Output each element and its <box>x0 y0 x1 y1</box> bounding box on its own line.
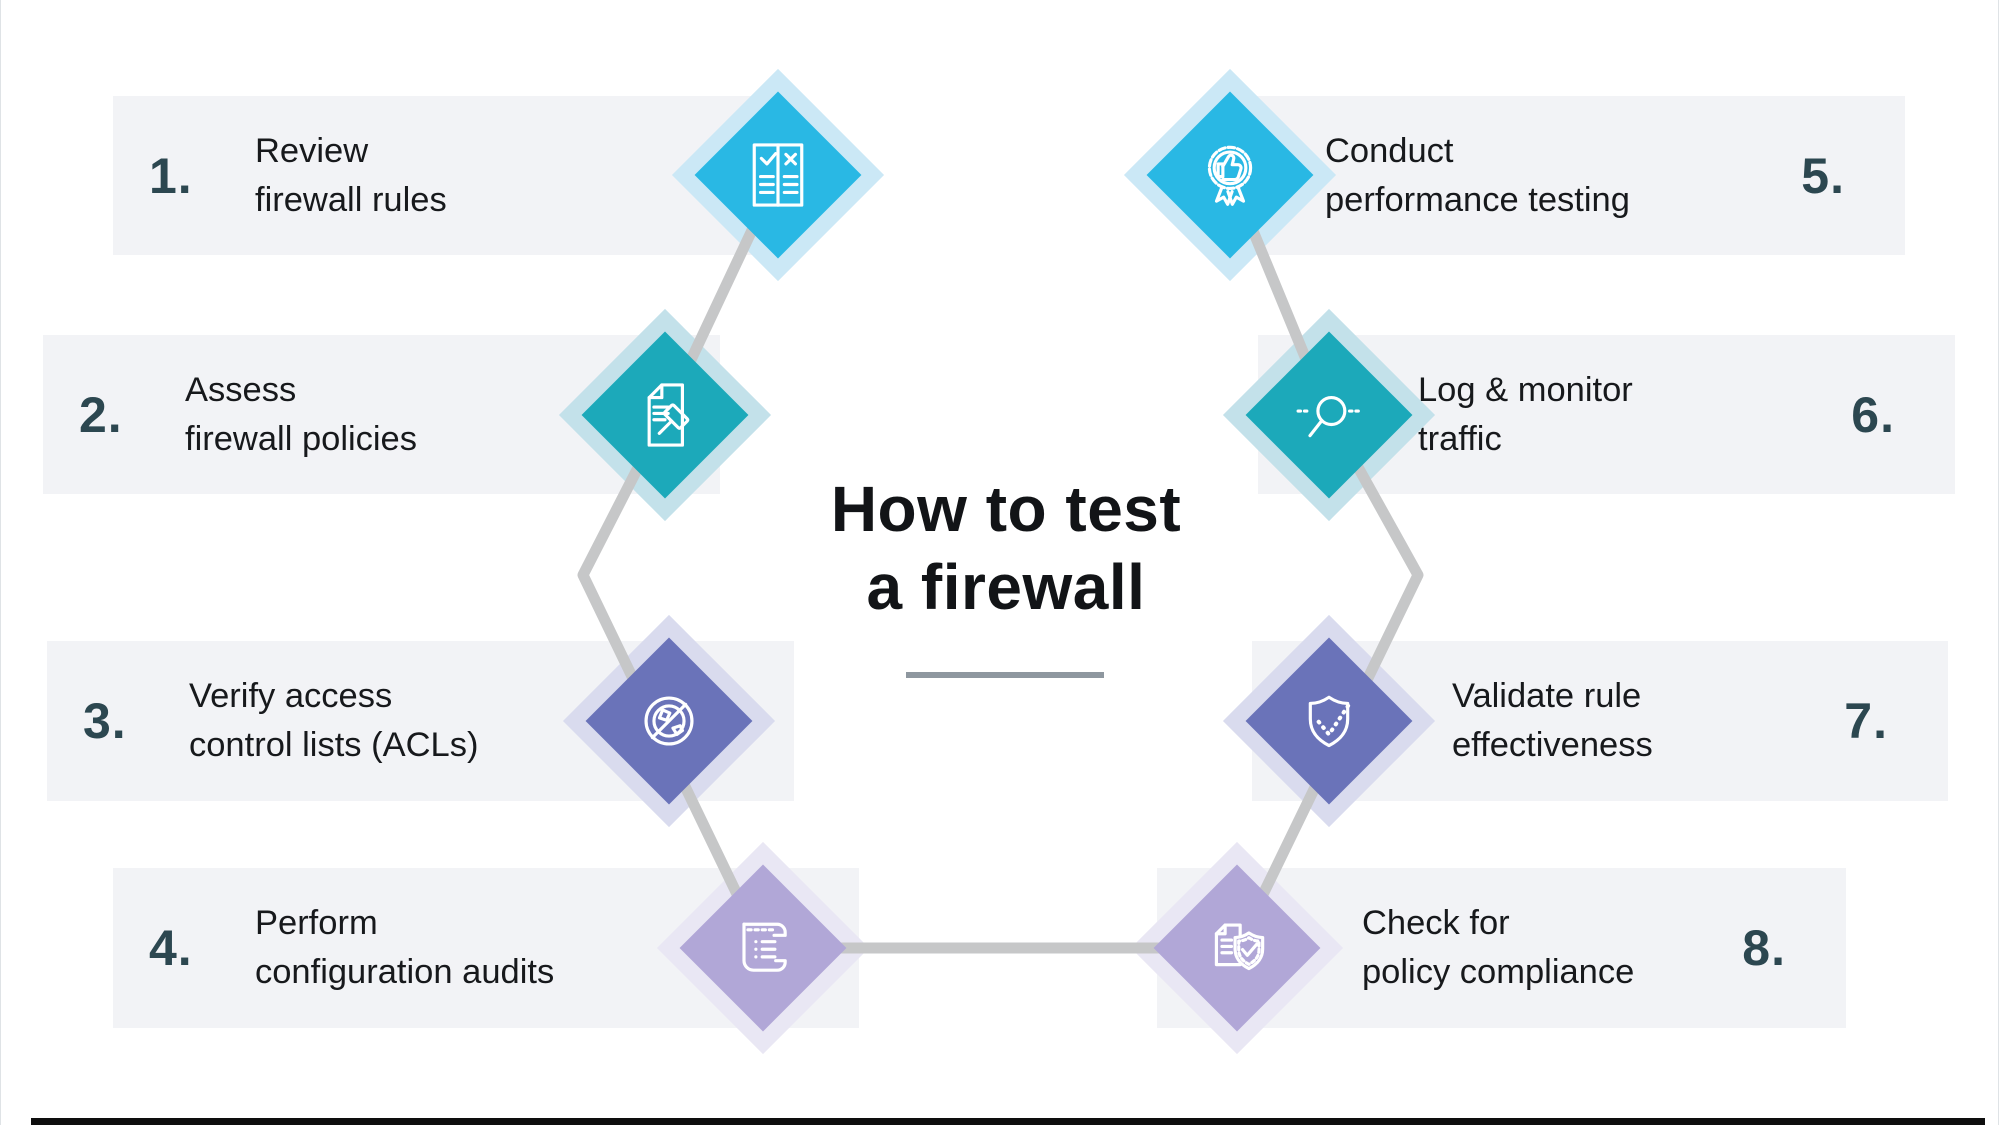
magnifier-icon <box>1296 396 1362 438</box>
checklist-icon <box>752 143 804 207</box>
step-label: Check for policy compliance <box>1362 904 1635 991</box>
document-gavel-icon <box>647 383 690 447</box>
shield-check-icon <box>1308 695 1354 748</box>
step-number: 6. <box>1851 386 1895 443</box>
title-divider <box>906 672 1104 678</box>
step-label: Validate rule effectiveness <box>1452 677 1653 764</box>
document-shield-icon <box>1214 923 1265 971</box>
step-label: Conduct performance testing <box>1325 131 1630 219</box>
step-label: Verify access control lists (ACLs) <box>189 677 479 764</box>
page-title: How to test a firewall <box>830 473 1182 624</box>
step-number: 5. <box>1801 147 1845 204</box>
step-number: 3. <box>83 693 127 749</box>
blocked-globe-icon <box>644 696 694 746</box>
step-number: 4. <box>149 920 193 976</box>
step-number: 8. <box>1742 920 1786 976</box>
bottom-border-bar <box>31 1118 1985 1125</box>
step-number: 2. <box>79 386 123 443</box>
award-thumbs-up-icon <box>1207 145 1253 206</box>
step-label: Perform configuration audits <box>255 904 555 991</box>
step-label: Log & monitor traffic <box>1418 370 1633 458</box>
step-label: Assess firewall policies <box>185 370 417 458</box>
scroll-icon <box>742 922 787 972</box>
step-number: 7. <box>1844 693 1888 749</box>
step-number: 1. <box>149 147 193 204</box>
step-label: Review firewall rules <box>255 131 447 219</box>
